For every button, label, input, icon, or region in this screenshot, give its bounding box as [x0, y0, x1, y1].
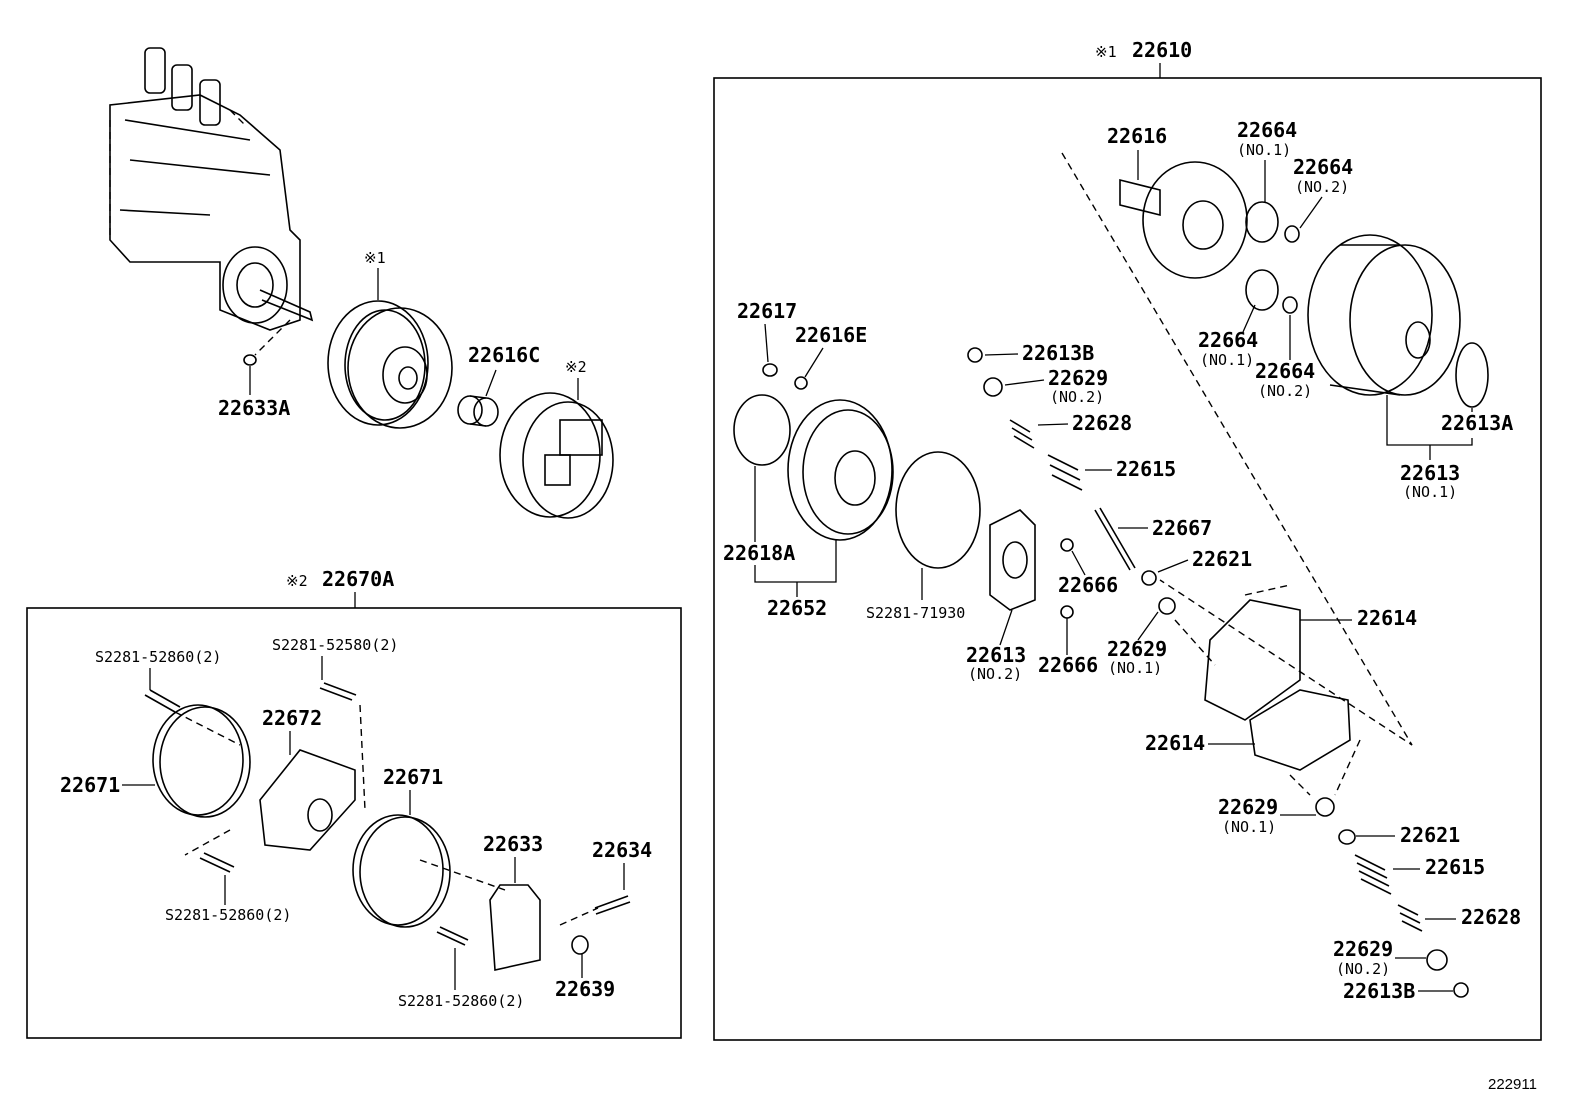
label-22615-b: 22615	[1425, 855, 1485, 879]
label-22629-b-sub: (NO.1)	[1108, 659, 1162, 677]
label-22614-a: 22614	[1357, 606, 1417, 630]
label-22664-b-sub: (NO.2)	[1295, 178, 1349, 196]
label-22628-a: 22628	[1072, 411, 1132, 435]
mark-1-pulley: ※1	[364, 249, 386, 267]
label-22618A: 22618A	[723, 541, 795, 565]
label-22664-c-sub: (NO.1)	[1200, 351, 1254, 369]
label-22616C: 22616C	[468, 343, 540, 367]
label-22621-b: 22621	[1400, 823, 1460, 847]
label-22666-a: 22666	[1058, 573, 1118, 597]
label-22672: 22672	[262, 706, 322, 730]
label-22629-d-sub: (NO.2)	[1336, 960, 1390, 978]
label-22629-a: 22629	[1048, 366, 1108, 390]
assembly-sub-number: 22670A	[322, 567, 394, 591]
assembly-main-number: 22610	[1132, 38, 1192, 62]
label-22629-a-sub: (NO.2)	[1050, 388, 1104, 406]
label-22671-b: 22671	[383, 765, 443, 789]
label-22617: 22617	[737, 299, 797, 323]
label-S2281-71930: S2281-71930	[866, 604, 965, 622]
label-22613B-b: 22613B	[1343, 979, 1415, 1003]
pulley-assembly-box: ※1 22610	[713, 38, 1542, 1041]
label-22664-d-sub: (NO.2)	[1258, 382, 1312, 400]
label-22616E: 22616E	[795, 323, 867, 347]
label-22629-c: 22629	[1218, 795, 1278, 819]
coupling-illustration	[499, 392, 614, 519]
label-22664-b: 22664	[1293, 155, 1353, 179]
bushing-illustration	[457, 395, 499, 427]
label-22666-b: 22666	[1038, 653, 1098, 677]
label-S2281-52860-b: S2281-52860(2)	[165, 906, 291, 924]
label-22664-d: 22664	[1255, 359, 1315, 383]
label-S2281-52860-a: S2281-52860(2)	[95, 648, 221, 666]
label-22621-a: 22621	[1192, 547, 1252, 571]
label-22664-a-sub: (NO.1)	[1237, 141, 1291, 159]
label-22667: 22667	[1152, 516, 1212, 540]
label-22652: 22652	[767, 596, 827, 620]
label-22613-2-sub: (NO.2)	[968, 665, 1022, 683]
label-22633: 22633	[483, 832, 543, 856]
label-22664-a: 22664	[1237, 118, 1297, 142]
label-22629-d: 22629	[1333, 937, 1393, 961]
label-22639: 22639	[555, 977, 615, 1001]
label-22629-b: 22629	[1107, 637, 1167, 661]
injection-pump-illustration	[109, 47, 314, 366]
assembly-main-mark: ※1	[1095, 43, 1117, 61]
label-22613-2: 22613	[966, 643, 1026, 667]
figure-id: 222911	[1488, 1076, 1537, 1093]
label-22616: 22616	[1107, 124, 1167, 148]
mark-2-coupling: ※2	[565, 358, 587, 376]
label-S2281-52860-c: S2281-52860(2)	[398, 992, 524, 1010]
label-22615-a: 22615	[1116, 457, 1176, 481]
coupling-assembly-box: ※2 22670A	[26, 567, 682, 1039]
label-22634: 22634	[592, 838, 652, 862]
label-22664-c: 22664	[1198, 328, 1258, 352]
label-22613-1: 22613	[1400, 461, 1460, 485]
label-22629-c-sub: (NO.1)	[1222, 818, 1276, 836]
label-22628-b: 22628	[1461, 905, 1521, 929]
assembly-sub-mark: ※2	[286, 572, 308, 590]
label-22671-a: 22671	[60, 773, 120, 797]
drive-pulley-illustration	[327, 300, 453, 429]
label-22633A: 22633A	[218, 396, 290, 420]
label-22613-1-sub: (NO.1)	[1403, 483, 1457, 501]
label-22613B-a: 22613B	[1022, 341, 1094, 365]
label-22614-b: 22614	[1145, 731, 1205, 755]
label-22613A: 22613A	[1441, 411, 1513, 435]
label-S2281-52580: S2281-52580(2)	[272, 636, 398, 654]
